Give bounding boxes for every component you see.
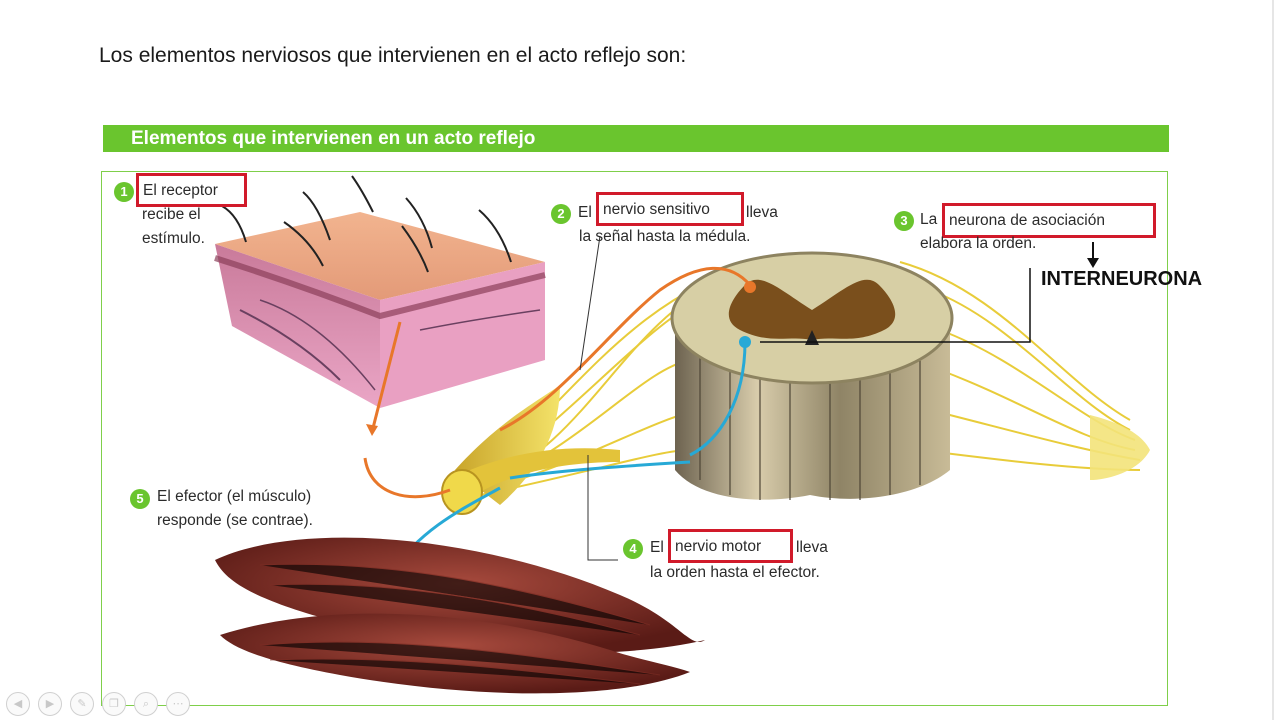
figure-frame (101, 171, 1168, 706)
slide-heading: Los elementos nerviosos que intervienen … (99, 44, 687, 67)
step-1-line-3: estímulo. (142, 230, 205, 247)
sensory-path (363, 266, 752, 499)
step-number-3: 3 (894, 211, 914, 231)
figure-banner: Elementos que intervienen en un acto ref… (103, 125, 1169, 152)
skin-block (214, 175, 546, 408)
step-4-suffix: lleva (796, 539, 828, 556)
highlight-receptor: El receptor (136, 173, 247, 207)
step-2-suffix: lleva (746, 204, 778, 221)
step-3-line-2: elabora la orden. (920, 235, 1037, 252)
step-4-prefix: El (650, 539, 664, 556)
step-5-line-1: El efector (el músculo) (157, 488, 312, 505)
step-5-line-2: responde (se contrae). (157, 512, 313, 529)
spinal-cord (670, 251, 954, 500)
more-icon[interactable]: ⋯ (166, 692, 190, 716)
step-number-2: 2 (551, 204, 571, 224)
step-number-1: 1 (114, 182, 134, 202)
pen-icon[interactable]: ✎ (70, 692, 94, 716)
highlight-sensory-nerve: nervio sensitivo (596, 192, 744, 226)
step-3-prefix: La (920, 211, 938, 228)
step-2-prefix: El (578, 204, 592, 221)
arrow-right-icon[interactable]: ▶ (38, 692, 62, 716)
zoom-icon[interactable]: ⌕ (134, 692, 158, 716)
highlight-motor-nerve: nervio motor (668, 529, 793, 563)
slide-navigation: ◀ ▶ ✎ ❐ ⌕ ⋯ (6, 692, 190, 716)
copy-icon[interactable]: ❐ (102, 692, 126, 716)
step-4-line-2: la orden hasta el efector. (650, 564, 820, 581)
step-1-line-2: recibe el (142, 206, 201, 223)
interneurona-label: INTERNEURONA (1041, 268, 1203, 290)
muscle (215, 537, 705, 694)
highlight-association-neuron: neurona de asociación (942, 203, 1156, 238)
step-number-5: 5 (130, 489, 150, 509)
window-edge (1272, 0, 1274, 720)
step-number-4: 4 (623, 539, 643, 559)
step-2-line-2: la señal hasta la médula. (579, 228, 751, 245)
arrow-left-icon[interactable]: ◀ (6, 692, 30, 716)
